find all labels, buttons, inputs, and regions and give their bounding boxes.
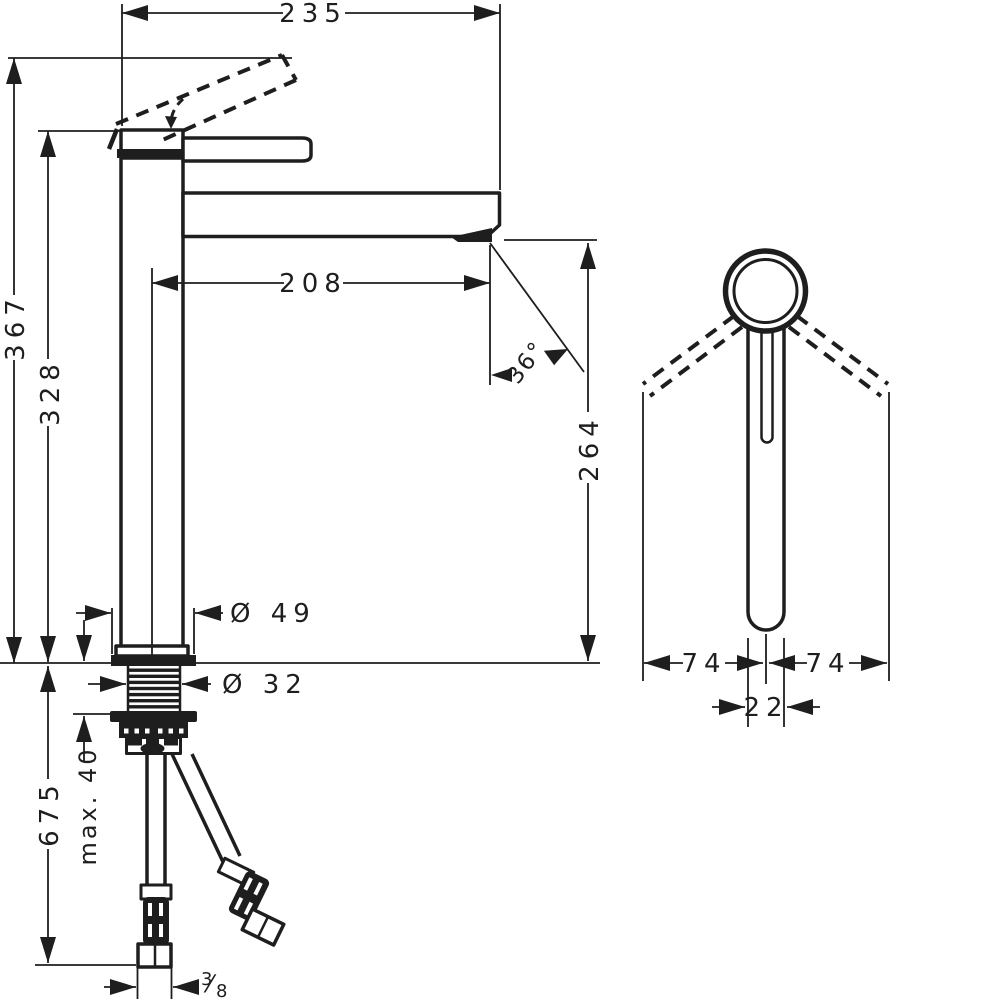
dim-front-body-width-label: 22 [743, 693, 788, 723]
handle-rotation-arrow [165, 97, 185, 129]
hose-braid-right [228, 871, 270, 921]
dim-shank-diameter-label: Ø 32 [222, 670, 308, 700]
aerator [451, 228, 492, 242]
spout-outline [181, 191, 502, 242]
front-body-outline [722, 248, 809, 632]
dim-overall-width: 235 [121, 0, 501, 190]
dim-front-body-width: 22 [712, 693, 820, 723]
hose-hex-nut-right [240, 907, 286, 947]
hose-connection-bracket [125, 736, 182, 755]
dim-hose-thread-denominator: 8 [216, 981, 227, 1002]
dim-shank-diameter: Ø 32 [88, 670, 308, 700]
front-extension-lines [642, 392, 890, 727]
dim-hose-thread-numerator: 3 [201, 969, 212, 990]
mounting-washer [110, 711, 197, 722]
dim-spray-angle-label: 36° [502, 336, 551, 389]
base-flange [111, 655, 196, 666]
hose-braid-left [143, 897, 169, 945]
dim-base-diameter-label: Ø 49 [230, 599, 316, 629]
dim-hose-thread: 3 ⁄ 8 [104, 966, 227, 1002]
dim-total-height: 367 [1, 57, 292, 663]
handle-lever-closed [181, 136, 313, 163]
dim-total-height-label: 367 [1, 293, 31, 361]
dim-spout-reach-label: 208 [279, 269, 347, 299]
supply-hose-right [170, 753, 286, 947]
cap-band [117, 149, 187, 158]
dim-overall-width-label: 235 [279, 0, 347, 29]
dim-swing-left: 74 [644, 649, 763, 679]
dim-hose-drop-label: 675 [35, 779, 65, 847]
shank-threads [126, 666, 182, 712]
mounting-nut [119, 721, 188, 738]
dim-swing-left-label: 74 [681, 649, 726, 679]
dim-body-height-label: 328 [36, 358, 66, 426]
handle-lever-open-dashed [115, 53, 298, 144]
dim-spout-clearance: 264 [504, 239, 605, 661]
handle-swing-dashed-left [641, 314, 744, 398]
dim-max-deck-thickness: max. 40 [74, 620, 102, 866]
dim-swing-right-label: 74 [805, 649, 850, 679]
dim-hose-drop: 675 [35, 666, 65, 963]
dim-spray-angle: 36° [489, 242, 585, 389]
front-view: 74 74 22 [641, 248, 890, 727]
handle-swing-dashed-right [787, 314, 890, 398]
dim-spout-clearance-label: 264 [575, 414, 605, 482]
dim-swing-right: 74 [769, 649, 887, 679]
side-view: 235 367 328 675 max. 40 [0, 0, 605, 1002]
dim-body-height: 328 [36, 130, 120, 662]
handle-knob-outer [722, 248, 809, 334]
pivot-tick [106, 128, 120, 150]
dim-max-deck-label: max. 40 [74, 746, 102, 865]
front-lever-slot [760, 316, 774, 444]
dim-base-diameter: Ø 49 [76, 599, 316, 654]
supply-hose-left [136, 753, 173, 969]
dim-spout-reach: 208 [151, 268, 490, 655]
handle-knob-inner [732, 258, 799, 324]
hose-collar-left [139, 883, 173, 901]
